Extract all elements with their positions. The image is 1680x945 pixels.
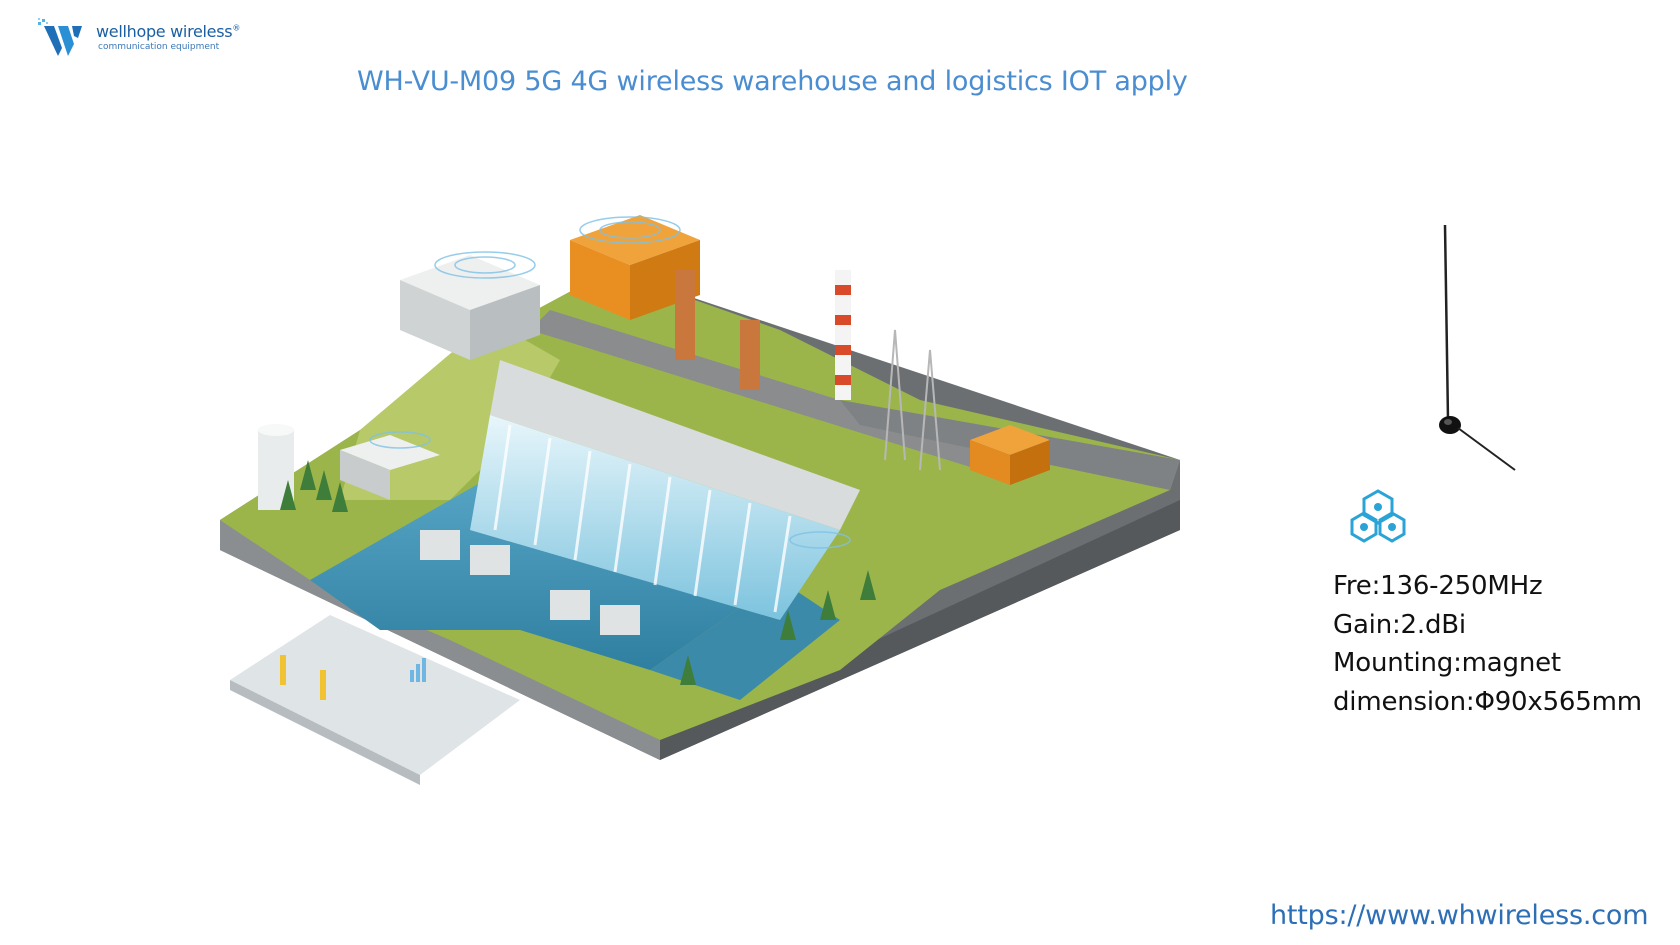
spec-mounting: Mounting:magnet xyxy=(1333,648,1561,678)
website-link[interactable]: https://www.whwireless.com xyxy=(1270,900,1649,931)
spec-dimension: dimension:Φ90x565mm xyxy=(1333,686,1642,717)
spec-frequency: Fre:136-250MHz xyxy=(1333,571,1543,601)
brand-name: wellhope wireless® xyxy=(96,22,241,41)
hexagon-network-icon xyxy=(1350,489,1406,543)
brand-logo: wellhope wireless® communication equipme… xyxy=(38,18,268,62)
brand-tagline: communication equipment xyxy=(98,42,220,52)
spec-gain: Gain:2.dBi xyxy=(1333,609,1466,640)
magnet-mount-whip-antenna xyxy=(1439,225,1516,471)
wellhope-w-icon xyxy=(38,18,82,56)
page-title: WH-VU-M09 5G 4G wireless warehouse and l… xyxy=(357,66,1188,97)
hydropower-dam-iot-illustration xyxy=(220,215,1180,785)
antenna-specs: Fre:136-250MHz Gain:2.dBi Mounting:magne… xyxy=(1333,567,1642,721)
